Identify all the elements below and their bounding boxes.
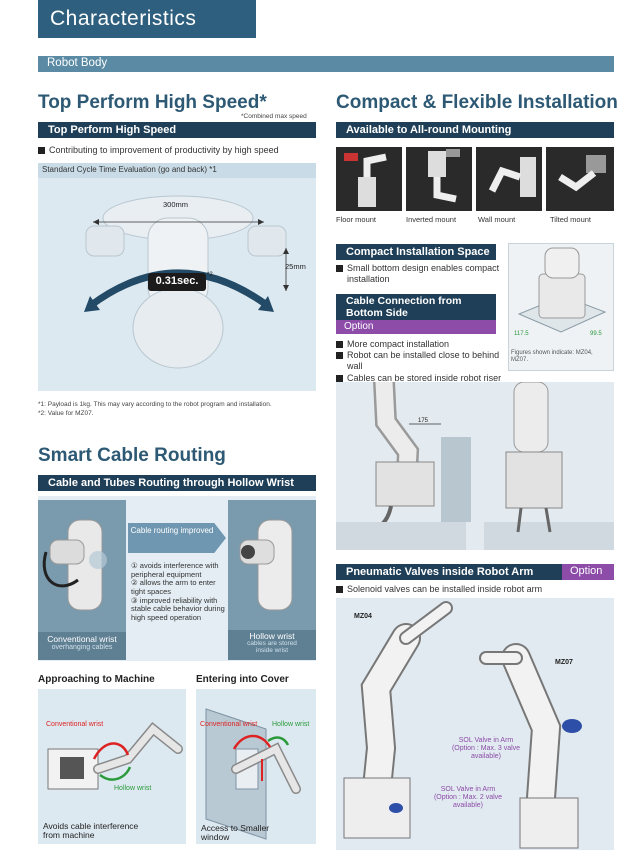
dimension-width-label: 300mm — [163, 200, 189, 209]
footnote-2: *2: Value for MZ07. — [38, 410, 94, 417]
compact-base-drawing — [517, 247, 607, 333]
cover-illustration — [196, 689, 316, 844]
compact-bar: Compact Installation Space — [336, 244, 496, 260]
cable-bullet-text: Robot can be installed close to behind w… — [347, 350, 500, 371]
speed-bar: Top Perform High Speed — [38, 122, 316, 138]
cover-conventional-label: Conventional wrist — [200, 721, 258, 728]
floor-mount-robot-icon — [344, 153, 387, 207]
approach-title: Approaching to Machine — [38, 674, 155, 685]
cycle-time-value: 0.31sec. — [148, 273, 206, 291]
cover-title: Entering into Cover — [196, 674, 289, 685]
pneumatic-illustration — [336, 598, 614, 850]
conventional-wrist-sub: overhanging cables — [51, 644, 113, 651]
benefit-item: ② allows the arm to enter tight spaces — [131, 578, 216, 596]
bullet-square — [336, 265, 343, 272]
cycle-time-panel-title: Standard Cycle Time Evaluation (go and b… — [38, 163, 316, 178]
cable-heading: Smart Cable Routing — [38, 445, 226, 466]
figures-note: Figures shown indicate: MZ04, MZ07. — [511, 350, 593, 363]
conventional-wrist-title: Conventional wrist — [47, 634, 117, 644]
dimension-height-label: 25mm — [285, 262, 306, 271]
speed-heading: Top Perform High Speed* — [38, 92, 267, 113]
pneumatic-bullet: Solenoid valves can be installed inside … — [336, 584, 542, 594]
cable-bullet: Cables can be stored inside robot riser — [336, 373, 501, 383]
compact-bullet: Small bottom design enables compact inst… — [336, 263, 501, 285]
hollow-wrist-caption: Hollow wrist cables are stored inside wr… — [228, 630, 316, 660]
cycle-time-panel: Standard Cycle Time Evaluation (go and b… — [38, 163, 316, 391]
speed-heading-note: *Combined max speed — [241, 113, 307, 120]
model-mz07-label: MZ07 — [555, 659, 573, 666]
install-bar: Available to All-round Mounting — [336, 122, 614, 138]
benefit-item: ③ improved reliability with stable cable… — [131, 595, 225, 622]
pneumatic-bar: Pneumatic Valves inside Robot Arm — [336, 564, 562, 580]
compact-space-illustration — [508, 243, 614, 371]
cable-bar: Cable and Tubes Routing through Hollow W… — [38, 475, 316, 491]
cable-connection-bar: Cable Connection from Bottom Side — [336, 294, 496, 320]
mount-caption: Tilted mount — [550, 215, 591, 224]
inverted-mount-photo — [406, 147, 472, 211]
footnote-1: *1: Payload is 1kg. This may vary accord… — [38, 401, 272, 408]
page-banner: Characteristics — [38, 0, 256, 38]
cable-connection-option-tag: Option — [336, 320, 496, 334]
hollow-wrist-title: Hollow wrist — [249, 631, 295, 641]
bullet-square — [336, 352, 343, 359]
wall-mount-photo — [476, 147, 542, 211]
inverted-mount-robot-icon — [428, 149, 460, 203]
approach-robot-drawing — [47, 722, 183, 790]
approach-illustration — [38, 689, 186, 844]
wall-mount-robot-icon — [488, 157, 536, 197]
approach-caption: Avoids cable interference from machine — [43, 821, 139, 841]
speed-bullet: Contributing to improvement of productiv… — [38, 145, 279, 155]
mount-caption: Wall mount — [478, 215, 516, 224]
mount-caption: Floor mount — [336, 215, 377, 224]
hollow-wrist-robot-icon — [239, 519, 293, 611]
compact-dim-a: 117.5 — [514, 331, 529, 337]
cycle-time-robot-illustration — [84, 195, 289, 369]
side-dimension-label: 175 — [418, 418, 429, 424]
cover-hollow-label: Hollow wrist — [272, 721, 310, 728]
section-bar: Robot Body — [38, 56, 614, 72]
cable-bullet: More compact installation — [336, 339, 449, 349]
cable-benefits: ① avoids interference with peripheral eq… — [131, 561, 225, 622]
conventional-wrist-robot-icon — [42, 519, 107, 611]
cycle-time-note: *2 — [207, 272, 213, 278]
model-mz04-label: MZ04 — [354, 613, 372, 620]
mount-caption: Inverted mount — [406, 215, 457, 224]
bottom-cable-drawing — [336, 371, 614, 550]
approach-hollow-label: Hollow wrist — [114, 785, 152, 792]
cable-routing-arrow: Cable routing improved — [128, 523, 226, 553]
valve-mz04-label: SOL Valve in Arm (Option : Max. 2 valve … — [433, 786, 503, 810]
install-heading: Compact & Flexible Installation — [336, 92, 618, 113]
valve-mz07-label: SOL Valve in Arm (Option : Max. 3 valve … — [451, 737, 521, 761]
benefit-item: ① avoids interference with peripheral eq… — [131, 561, 219, 579]
bottom-cable-illustration — [336, 371, 614, 550]
conventional-wrist-caption: Conventional wrist overhanging cables — [38, 632, 126, 660]
cable-bullet: Robot can be installed close to behind w… — [336, 350, 506, 372]
floor-mount-photo — [336, 147, 402, 211]
compact-bullet-text: Small bottom design enables compact inst… — [347, 263, 500, 284]
cover-caption: Access to Smaller window — [201, 823, 270, 843]
hollow-wrist-sub: cables are stored inside wrist — [247, 640, 297, 654]
compact-dim-b: 99.5 — [590, 331, 602, 337]
cover-robot-drawing — [205, 708, 301, 840]
pneumatic-option-tag: Option — [562, 564, 614, 580]
approach-conventional-label: Conventional wrist — [46, 721, 104, 728]
tilted-mount-robot-icon — [558, 155, 606, 192]
tilted-mount-photo — [546, 147, 614, 211]
pneumatic-robot-drawing — [343, 601, 582, 849]
